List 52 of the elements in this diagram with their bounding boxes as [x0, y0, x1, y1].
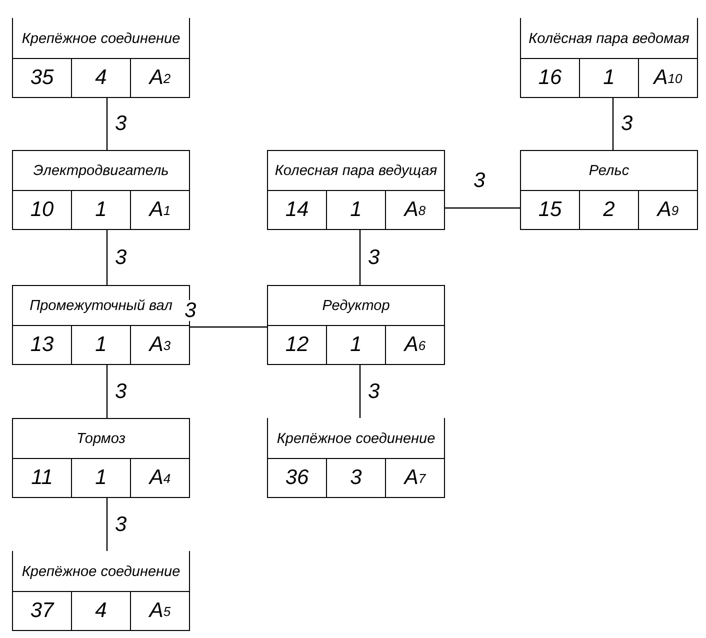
part-number: 35 — [29, 65, 55, 91]
edge-label: 3 — [367, 380, 381, 402]
quantity: 3 — [326, 459, 385, 497]
part-number: 10 — [29, 197, 55, 223]
part-number: 16 — [537, 65, 563, 91]
quantity: 1 — [579, 59, 638, 97]
component-name: Крепёжное соединение — [267, 418, 445, 459]
connector-line — [190, 326, 267, 328]
component-block — [12, 418, 190, 498]
quantity: 1 — [326, 191, 385, 229]
quantity: 1 — [71, 191, 130, 229]
component-block — [267, 285, 445, 365]
quantity: 2 — [579, 191, 638, 229]
part-number: 14 — [284, 197, 310, 223]
part-number: 12 — [284, 332, 310, 358]
quantity: 4 — [71, 59, 130, 97]
component-name: Электродвигатель — [12, 150, 190, 191]
connector-line — [359, 365, 361, 418]
component-block — [267, 418, 445, 498]
component-block — [12, 18, 190, 98]
quantity: 4 — [71, 592, 130, 630]
component-name: Крепёжное соединение — [12, 18, 190, 59]
part-number: 36 — [284, 465, 310, 491]
component-block — [12, 150, 190, 230]
connector-line — [359, 230, 361, 285]
component-name: Колесная пара ведущая — [267, 150, 445, 191]
edge-label: 3 — [114, 246, 128, 268]
part-number: 11 — [30, 465, 54, 491]
edge-label: 3 — [114, 380, 128, 402]
connector-line — [445, 207, 520, 209]
component-name: Колёсная пара ведомая — [520, 18, 698, 59]
connector-line — [106, 230, 108, 285]
component-block — [520, 18, 698, 98]
edge-label: 3 — [114, 514, 128, 534]
part-number: 15 — [537, 197, 563, 223]
connector-line — [106, 98, 108, 150]
part-number: 13 — [29, 332, 55, 358]
connector-line — [106, 365, 108, 418]
part-number: 37 — [29, 598, 56, 624]
component-name: Рельс — [520, 150, 698, 191]
component-block — [267, 150, 445, 230]
quantity: 1 — [71, 459, 130, 497]
component-name: Редуктор — [267, 285, 445, 326]
connector-line — [106, 498, 108, 551]
quantity: 1 — [71, 326, 130, 364]
quantity: 1 — [326, 326, 385, 364]
component-block — [12, 551, 190, 631]
connector-line — [612, 98, 614, 150]
component-name: Тормоз — [12, 418, 190, 459]
edge-label: 3 — [367, 246, 381, 268]
component-name: Крепёжное соединение — [12, 551, 190, 592]
component-block — [520, 150, 698, 230]
